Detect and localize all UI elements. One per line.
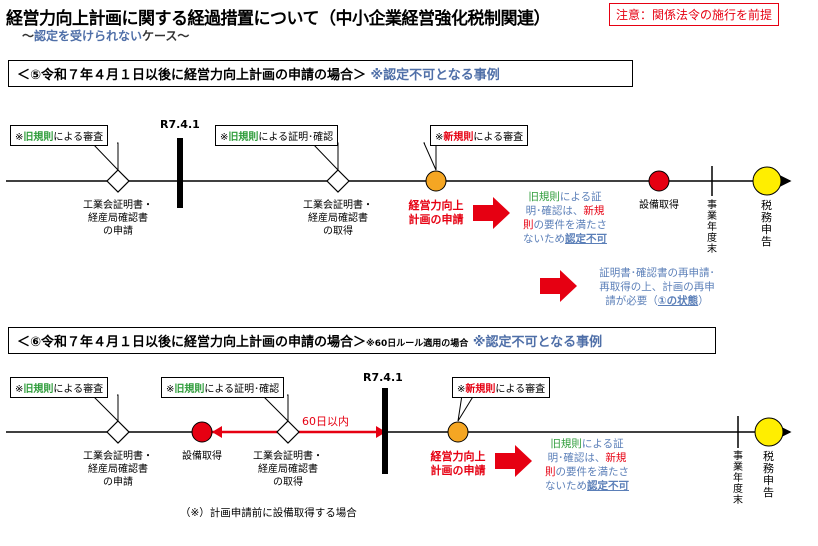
case5-callout-old-review: ※旧規則による審査 (10, 125, 109, 146)
case5-plan-label: 経営力向上計画の申請 (408, 199, 464, 226)
case5-reapply-arrow (540, 270, 577, 302)
case5-fiscal-end: 事業年度末 (707, 200, 717, 255)
case5-tax-circle (752, 166, 782, 196)
case6-tax-circle (754, 417, 784, 447)
case6-apply-label: 工業会証明書・経産局確認書の申請 (83, 451, 153, 488)
case6-obtain-label: 工業会証明書・経産局確認書の取得 (253, 451, 323, 488)
case6-date-label: R7.4.1 (363, 371, 403, 384)
case5-callout1-pointer (90, 142, 119, 172)
case6-date-bar (382, 388, 388, 474)
case5-equipment-circle (648, 170, 670, 192)
case6-result-text: 旧規則による証 明･確認は、新規 則の要件を満たさ ないため認定不可 (545, 438, 629, 492)
case6-heading: ＜⑥令和７年４月１日以後に経営力向上計画の申請の場合＞※60日ルール適用の場合 … (8, 327, 716, 354)
case6-apply-diamond (106, 420, 130, 444)
case5-result-arrow (473, 197, 510, 229)
case5-plan-circle (425, 170, 447, 192)
case6-callout3-pointer (457, 394, 475, 422)
case5-callout-old-cert: ※旧規則による証明･確認 (215, 125, 339, 146)
case5-equipment-label: 設備取得 (639, 200, 679, 211)
case5-obtain-diamond (326, 169, 350, 193)
case6-callout2-pointer (260, 394, 289, 423)
page-title: 経営力向上計画に関する経過措置について（中小企業経営強化税制関連） (6, 9, 551, 29)
case6-callout-old-review: ※旧規則による審査 (10, 377, 109, 398)
case5-reapply-text: 証明書･確認書の再申請･ 再取得の上、計画の再申 請が必要（①の状態） (599, 267, 715, 307)
case6-callout-new-review: ※新規則による審査 (452, 377, 551, 398)
case6-equipment-circle (191, 421, 213, 443)
case6-result-arrow (495, 445, 532, 477)
case6-plan-circle (447, 421, 469, 443)
case6-callout-old-cert: ※旧規則による証明･確認 (161, 377, 285, 398)
case5-date-bar (177, 138, 183, 208)
case5-result-text: 旧規則による証 明･確認は、新規 則の要件を満たさ ないため認定不可 (523, 191, 607, 245)
case5-obtain-label: 工業会証明書・経産局確認書の取得 (303, 200, 373, 237)
case6-sixty-days: 60日以内 (302, 415, 349, 428)
case5-callout2-pointer (310, 142, 339, 172)
case6-footnote: （※）計画申請前に設備取得する場合 (180, 507, 357, 519)
case5-callout3-pointer (423, 142, 437, 171)
notice-box: 注意：関係法令の施行を前提 (609, 3, 780, 26)
case6-tax-return: 税務申告 (763, 450, 774, 499)
case5-heading: ＜⑤令和７年４月１日以後に経営力向上計画の申請の場合＞ ※認定不可となる事例 (8, 60, 633, 87)
case6-obtain-diamond (276, 420, 300, 444)
case5-apply-diamond (106, 169, 130, 193)
case6-plan-label: 経営力向上計画の申請 (430, 450, 486, 477)
case5-apply-label: 工業会証明書・経産局確認書の申請 (83, 200, 153, 237)
page-subtitle: ～認定を受けられないケース～ (22, 29, 190, 43)
case6-equipment-label: 設備取得 (182, 451, 222, 462)
case6-fiscal-end: 事業年度末 (733, 451, 743, 506)
case6-callout1-pointer (90, 394, 119, 423)
case5-callout-new-review: ※新規則による審査 (430, 125, 529, 146)
case5-date-label: R7.4.1 (160, 118, 200, 131)
case5-tax-return: 税務申告 (761, 199, 772, 248)
